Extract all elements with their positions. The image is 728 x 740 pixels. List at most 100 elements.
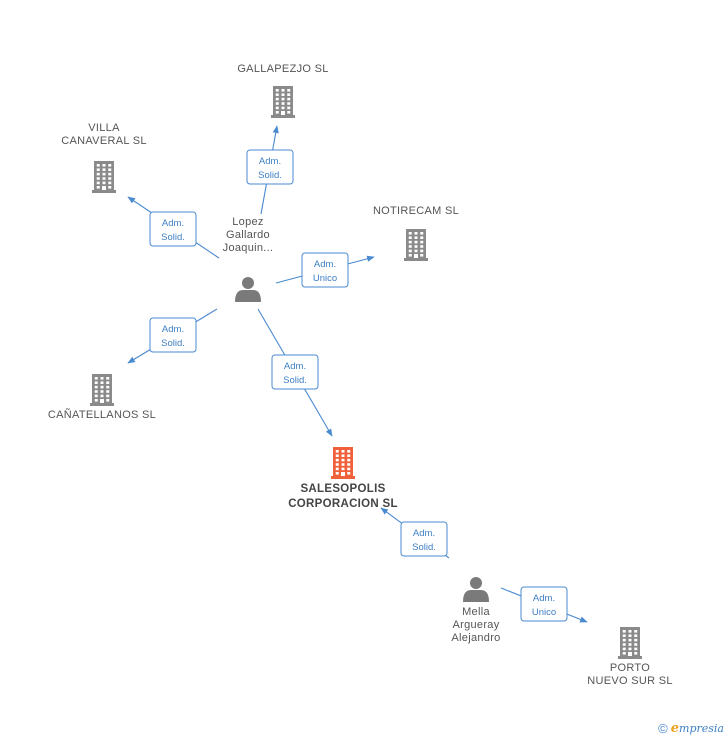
building-window <box>628 643 632 646</box>
edge-label-box[interactable] <box>246 149 294 185</box>
node-label[interactable]: Mella <box>462 606 490 618</box>
building-window <box>341 463 345 466</box>
building-icon[interactable] <box>618 627 642 659</box>
edge-label-box[interactable] <box>301 252 349 288</box>
building-door <box>628 652 632 656</box>
building-window <box>275 93 279 96</box>
edge-label-line: Adm. <box>284 361 306 372</box>
building-window <box>408 232 412 235</box>
building-icon[interactable] <box>271 86 295 118</box>
node-label[interactable]: Alejandro <box>451 632 500 644</box>
building-window <box>287 97 291 101</box>
edge-label-box[interactable] <box>149 317 197 353</box>
building-window <box>100 381 104 384</box>
node-label[interactable]: VILLA <box>88 122 120 134</box>
building-door <box>102 186 106 190</box>
node-label[interactable]: PORTO <box>610 662 650 674</box>
node-lopez[interactable]: LopezGallardoJoaquin... <box>223 216 274 302</box>
building-icon[interactable] <box>404 229 428 261</box>
building-window <box>408 249 412 253</box>
node-salesopolis[interactable]: SALESOPOLIS CORPORACION SL <box>288 447 398 510</box>
node-label[interactable]: CANAVERAL SL <box>61 135 147 147</box>
node-label[interactable]: Argueray <box>452 619 499 631</box>
copyright-symbol: © <box>658 721 668 736</box>
building-window <box>347 467 351 471</box>
building-window <box>96 172 100 176</box>
edge-label-box[interactable] <box>271 354 319 390</box>
node-label[interactable]: NUEVO SUR SL <box>587 675 673 687</box>
building-window <box>622 638 626 642</box>
person-body <box>235 290 261 302</box>
building-window <box>341 458 345 462</box>
building-window <box>287 106 291 110</box>
building-base <box>90 403 114 406</box>
building-window <box>628 647 632 651</box>
node-label[interactable]: GALLAPEZJO SL <box>237 63 328 75</box>
edge-label-line: Unico <box>532 607 556 618</box>
edge-label-line: Solid. <box>161 232 185 243</box>
edge-mella-salesopolis: Adm.Solid. <box>380 507 450 559</box>
node-label[interactable]: Gallardo <box>226 229 270 241</box>
building-icon[interactable] <box>92 161 116 193</box>
building-window <box>347 463 351 466</box>
building-window <box>347 450 351 453</box>
building-window <box>408 236 412 239</box>
building-window <box>281 102 285 105</box>
node-label[interactable]: NOTIRECAM SL <box>373 205 459 217</box>
edge-label-line: Adm. <box>533 593 555 604</box>
building-window <box>287 93 291 96</box>
building-window <box>628 638 632 642</box>
building-window <box>281 106 285 110</box>
building-window <box>347 458 351 462</box>
building-door <box>414 254 418 258</box>
node-canatellanos[interactable]: CAÑATELLANOS SL <box>48 374 156 421</box>
edge-mella-porto: Adm. Unico <box>500 586 588 623</box>
building-door <box>341 472 345 476</box>
building-window <box>108 181 112 185</box>
person-icon[interactable] <box>235 277 261 302</box>
node-gallapezjo[interactable]: GALLAPEZJO SL <box>237 63 328 118</box>
brand-logo[interactable]: empresia <box>671 721 724 736</box>
edge-label-line: Adm. <box>259 156 281 167</box>
building-icon[interactable] <box>331 447 355 479</box>
building-window <box>622 652 626 655</box>
node-label[interactable]: Joaquin... <box>223 242 274 254</box>
brand-initial: e <box>670 721 680 736</box>
building-window <box>94 381 98 384</box>
building-window <box>108 186 112 189</box>
building-window <box>94 377 98 380</box>
building-window <box>102 177 106 180</box>
node-notirecam[interactable]: NOTIRECAM SL <box>373 205 459 261</box>
building-window <box>281 93 285 96</box>
edge-label-line: Adm. <box>162 218 184 229</box>
person-icon[interactable] <box>463 577 489 602</box>
building-icon[interactable] <box>90 374 114 406</box>
building-window <box>96 164 100 167</box>
building-window <box>622 630 626 633</box>
building-base <box>331 476 355 479</box>
edge-label-line: Solid. <box>258 170 282 181</box>
building-window <box>287 89 291 92</box>
building-window <box>347 472 351 475</box>
building-window <box>96 168 100 171</box>
edge-label-box[interactable] <box>520 586 568 622</box>
node-label[interactable]: Lopez <box>232 216 263 228</box>
node-label[interactable]: CAÑATELLANOS SL <box>48 408 156 421</box>
node-label[interactable]: SALESOPOLIS <box>300 483 385 495</box>
edge-label-box[interactable] <box>149 211 197 247</box>
building-window <box>281 97 285 101</box>
building-window <box>408 245 412 248</box>
edge-label-line: Adm. <box>314 259 336 270</box>
building-window <box>420 236 424 239</box>
building-window <box>108 168 112 171</box>
building-window <box>102 172 106 176</box>
building-base <box>404 258 428 261</box>
edge-label-box[interactable] <box>400 521 448 557</box>
building-window <box>102 164 106 167</box>
node-label[interactable]: CORPORACION SL <box>288 498 398 510</box>
building-window <box>634 630 638 633</box>
